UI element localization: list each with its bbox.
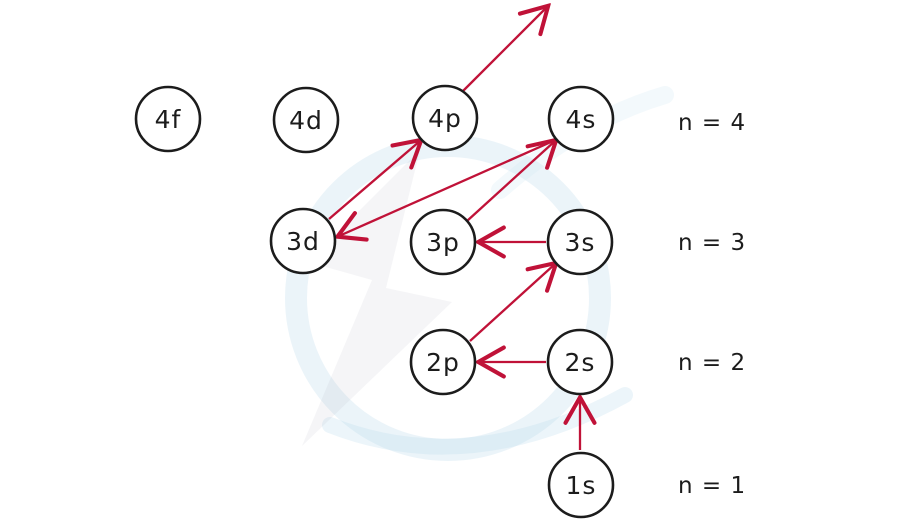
shell-label-n2: n = 2: [678, 350, 746, 376]
orbital-circle-4d: [272, 86, 340, 154]
orbital-circle-2s: [546, 328, 614, 396]
arrow-3p-to-4s: [466, 141, 555, 222]
orbital-label-3p: 3p: [426, 228, 460, 257]
orbital-circle-3s: [546, 208, 614, 276]
orbital-label-4f: 4f: [155, 105, 182, 134]
orbital-circle-4s: [547, 85, 615, 153]
arrow-4p-to-next: [461, 7, 547, 93]
orbital-circle-2p: [409, 328, 477, 396]
filling-order-arrows: [328, 7, 580, 450]
orbital-label-3s: 3s: [565, 228, 596, 257]
orbital-circles: 4f 4d 4p 4s 3d 3p 3s 2p 2s 1s: [134, 84, 615, 519]
watermark-lightning-bolt-icon: [302, 150, 452, 446]
arrow-2p-to-3s: [469, 264, 555, 342]
shell-number-labels: n = 4 n = 3 n = 2 n = 1: [678, 110, 746, 499]
orbital-circle-4f: [134, 85, 202, 153]
orbital-label-1s: 1s: [566, 471, 597, 500]
orbital-circle-3p: [409, 208, 477, 276]
shell-label-n1: n = 1: [678, 473, 746, 499]
orbital-circle-1s: [547, 451, 615, 519]
orbital-label-3d: 3d: [286, 227, 320, 256]
arrow-4s-to-3d: [339, 140, 552, 236]
shell-label-n4: n = 4: [678, 110, 746, 136]
watermark-logo: [285, 86, 674, 461]
orbital-circle-3d: [269, 207, 337, 275]
arrow-3d-to-4p: [328, 141, 420, 220]
orbital-label-2s: 2s: [565, 348, 596, 377]
shell-label-n3: n = 3: [678, 230, 746, 256]
orbital-label-4p: 4p: [428, 104, 462, 133]
orbital-circle-4p: [411, 84, 479, 152]
orbital-label-4d: 4d: [289, 106, 323, 135]
orbital-label-4s: 4s: [566, 105, 597, 134]
orbital-label-2p: 2p: [426, 348, 460, 377]
